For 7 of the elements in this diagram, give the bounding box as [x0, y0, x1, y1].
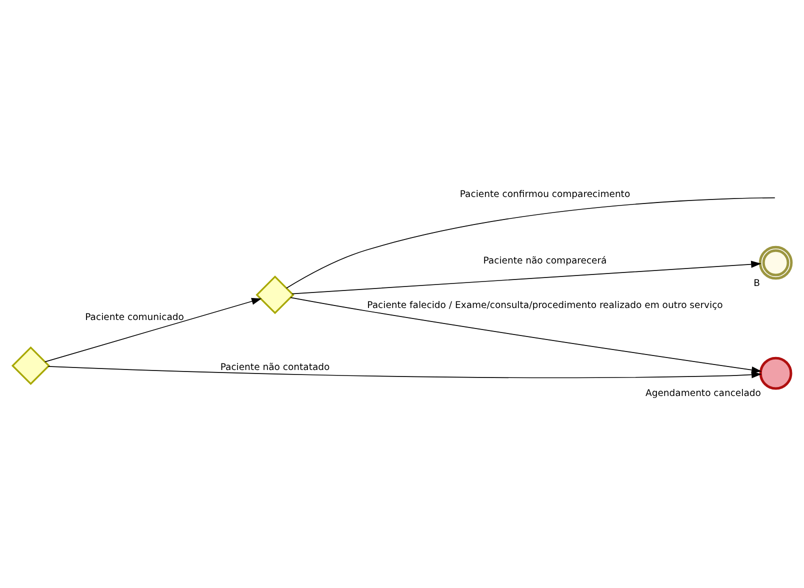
edge-label: Paciente confirmou comparecimento [460, 188, 630, 200]
edge-label: Paciente falecido / Exame/consulta/procedimento realizado em outro serviço [367, 300, 723, 312]
edge-label: Paciente comunicado [85, 312, 184, 323]
node-label: Agendamento cancelado [645, 388, 761, 399]
edge-label: Paciente não comparecerá [483, 255, 607, 266]
node-label: B [754, 278, 760, 289]
edge-label: Paciente não contatado [220, 362, 330, 373]
